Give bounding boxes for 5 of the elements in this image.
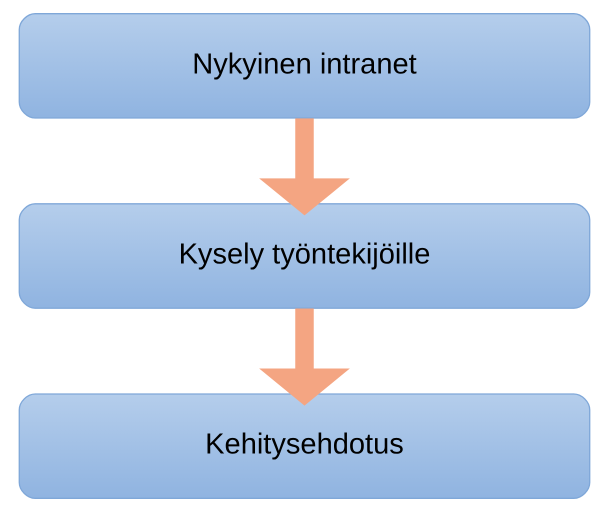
arrow: [259, 308, 350, 406]
node-box: Nykyinen intranet: [18, 13, 590, 119]
node-box: Kysely työntekijöille: [18, 203, 590, 309]
arrow: [259, 118, 350, 216]
node-box: Kehitysehdotus: [18, 393, 590, 499]
